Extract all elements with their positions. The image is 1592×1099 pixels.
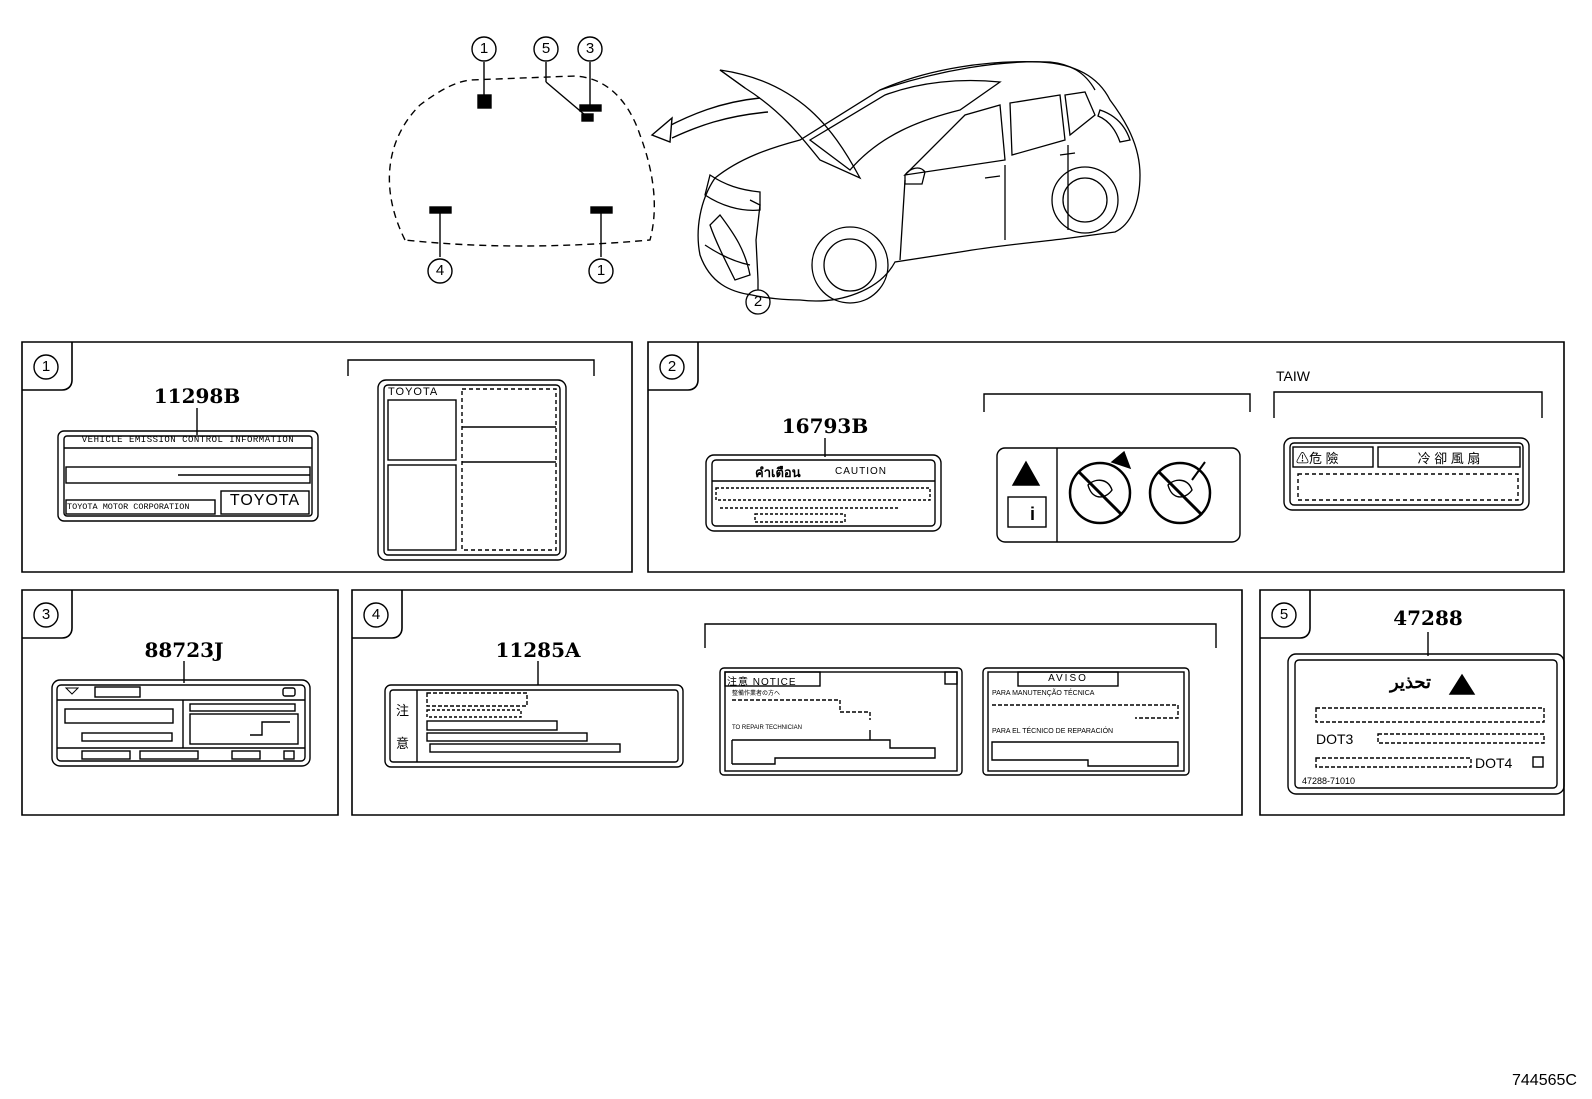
dot3-label: DOT3 [1316,731,1354,747]
hood-marker-1b [590,206,613,214]
panel-number: 3 [41,606,51,623]
aviso-line: PARA MANUTENÇÃO TÉCNICA [992,690,1095,697]
callout-circle [471,36,497,62]
info-icon: i [1030,504,1035,524]
panel-number: 1 [41,358,51,375]
aviso-line: PARA EL TÉCNICO DE REPARACIÓN [992,728,1114,735]
car-illustration [697,61,1141,315]
callout-circle [427,258,453,284]
part-number: 47288 [1393,606,1463,630]
hood-marker-1 [477,94,492,109]
label-brand: TOYOTA [229,492,301,509]
hood-marker-4 [429,206,452,214]
warning-triangle-icon [1448,673,1476,695]
taiw-cooling: 冷 卻 風 扇 [1417,451,1481,466]
callout-circle [533,36,559,62]
panel-number: 2 [667,358,677,375]
no-tool-fan-icon [1148,461,1212,525]
jp-char: 意 [396,736,410,751]
callout-number: 3 [585,40,595,57]
hood-marker-5 [581,113,594,122]
callout-number: 2 [753,293,763,310]
callout-circle [577,36,603,62]
callout-circle [745,289,771,315]
label-corp: TOYOTA MOTOR CORPORATION [67,502,190,512]
callout-number: 4 [435,262,445,279]
manual-book-icon [1007,496,1047,528]
panel-2: i [647,341,1565,573]
callout-number: 1 [479,40,489,57]
aviso-title: AVISO [1048,673,1088,684]
no-hand-fan-icon [1068,461,1132,525]
warning-triangle-icon [1011,460,1041,486]
part-number: 88723J [144,638,224,662]
panel-5 [1259,589,1565,816]
part-number: 11298B [153,384,241,408]
jp-char: 注 [396,703,410,718]
arrow-icon [650,97,769,143]
label-title: VEHICLE EMISSION CONTROL INFORMATION [81,435,295,445]
hood-illustration [388,36,656,284]
panel-1 [21,341,633,573]
panel-number: 4 [371,606,381,623]
figure-id: 744565C [1512,1072,1577,1089]
taiw-warning: ⚠危 險 [1296,451,1339,466]
variant-label: TAIW [1276,368,1310,384]
arabic-warning: تحذير [1390,672,1432,692]
alt-label-brand: TOYOTA [388,386,439,398]
notice-title: 注意 NOTICE [727,677,797,688]
callout-number: 1 [596,262,606,279]
caution-thai: คำเตือน [755,465,801,480]
panel-3 [21,589,339,816]
callout-circle [588,258,614,284]
label-code: 47288-71010 [1302,776,1356,786]
part-number: 16793B [781,414,869,438]
notice-line: TO REPAIR TECHNICIAN [732,725,803,731]
callout-number: 5 [541,40,551,57]
notice-line: 整備作業者の方へ [732,691,781,697]
dot4-label: DOT4 [1475,755,1513,771]
hood-marker-3 [579,104,602,112]
panel-number: 5 [1279,606,1289,623]
panel-4 [351,589,1243,816]
caution-en: CAUTION [835,466,887,477]
part-number: 11285A [495,638,581,662]
